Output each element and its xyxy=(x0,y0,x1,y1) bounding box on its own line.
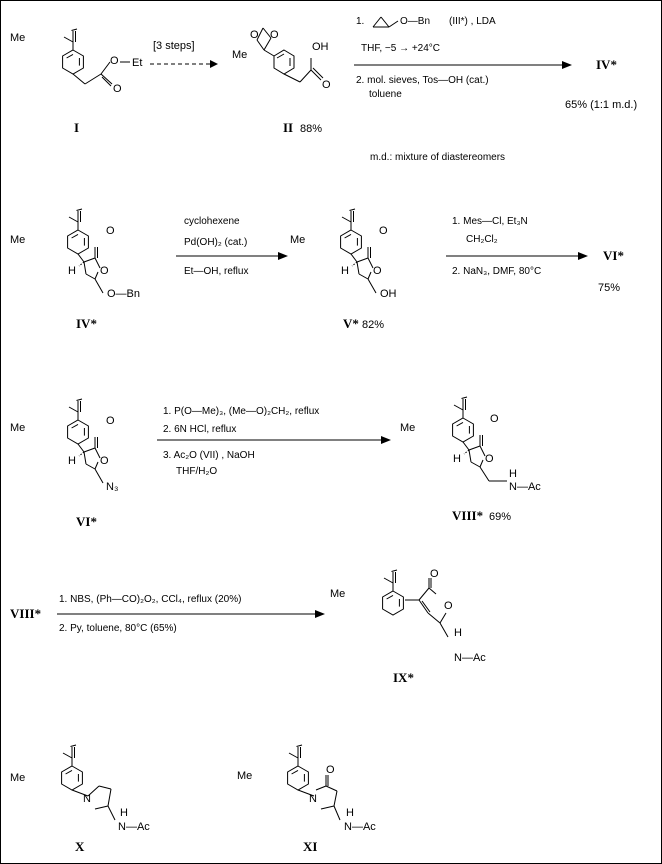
IV-ring-o: O xyxy=(100,265,109,277)
md-footnote: m.d.: mixture of diastereomers xyxy=(370,152,505,163)
methyl-label: Me xyxy=(10,32,25,44)
compound-V-label: V* xyxy=(343,316,359,331)
X-methyl: Me xyxy=(10,772,25,784)
step6-line1: 1. NBS, (Ph—CO)₂O₂, CCl₄, reflux (20%) xyxy=(59,594,241,605)
compound-VIII-structure: Me O O H H N—Ac xyxy=(400,396,541,493)
step2-line2: THF, −5 → +24°C xyxy=(361,43,440,54)
X-nh-h: H xyxy=(120,807,128,819)
compound-VI-label: VI* xyxy=(76,514,97,529)
V-methyl: Me xyxy=(290,234,305,246)
compound-II-structure: Me O O OH O xyxy=(232,27,331,91)
compound-II-label: II xyxy=(283,120,293,135)
IV-methyl: Me xyxy=(10,234,25,246)
carbonyl-o-label: O xyxy=(113,83,122,95)
IX-methyl: Me xyxy=(330,588,345,600)
VIII-carbonyl-o: O xyxy=(490,413,499,425)
IX-nh-h: H xyxy=(454,627,462,639)
VIII-nac: N—Ac xyxy=(509,481,541,493)
step2-line1c: (III*) , LDA xyxy=(449,16,496,27)
compound-VIII-yield: 69% xyxy=(489,511,511,523)
step3-line3: Et—OH, reflux xyxy=(184,266,248,277)
epoxide-icon xyxy=(372,16,399,28)
compound-IX-structure: Me O O H N—Ac xyxy=(330,568,486,664)
step2-line1: 1. xyxy=(356,16,364,27)
arrowhead-5 xyxy=(381,436,391,444)
II-dioxolane-o2: O xyxy=(270,29,279,41)
step2-line4: toluene xyxy=(369,89,402,100)
XI-nh-h: H xyxy=(346,807,354,819)
VIII-ring-o: O xyxy=(485,453,494,465)
compound-V-structure: Me O O H OH xyxy=(290,208,397,300)
compound-II-yield: 88% xyxy=(300,123,322,135)
X-n: N xyxy=(83,793,91,805)
compound-VI-structure: Me O O H N₃ xyxy=(10,398,118,493)
arrowhead-3 xyxy=(278,252,288,260)
step5-line4: THF/H₂O xyxy=(176,466,217,477)
step6-line2: 2. Py, toluene, 80°C (65%) xyxy=(59,623,177,634)
compound-X-label: X xyxy=(75,839,85,854)
arrowhead-2 xyxy=(562,61,572,69)
VIII-h: H xyxy=(453,453,461,465)
compound-XI-label: XI xyxy=(303,839,317,854)
product-VI-yield: 75% xyxy=(598,282,620,294)
XI-methyl: Me xyxy=(237,770,252,782)
VI-ring-o: O xyxy=(100,455,109,467)
compound-VIII-label: VIII* xyxy=(452,508,483,523)
product-VI-label: VI* xyxy=(603,248,624,263)
compound-IV-structure: Me O O H O—Bn xyxy=(10,208,140,300)
VIII-methyl: Me xyxy=(400,422,415,434)
IX-carbonyl-o: O xyxy=(430,568,439,580)
compound-IV-label: IV* xyxy=(76,316,97,331)
compound-XI-structure: Me O N H N—Ac xyxy=(237,744,376,833)
VI-methyl: Me xyxy=(10,422,25,434)
step1-reagent: [3 steps] xyxy=(153,40,195,52)
II-dioxolane-o1: O xyxy=(250,29,259,41)
step4-line3: 2. NaN₃, DMF, 80°C xyxy=(452,266,541,277)
IV-h: H xyxy=(68,265,76,277)
ester-o-label: O xyxy=(110,55,119,67)
V-ring-o: O xyxy=(373,265,382,277)
V-h: H xyxy=(341,265,349,277)
VI-carbonyl-o: O xyxy=(106,415,115,427)
step3-line2: Pd(OH)₂ (cat.) xyxy=(184,237,247,248)
II-methyl: Me xyxy=(232,49,247,61)
product-IV-label: IV* xyxy=(596,57,617,72)
II-oh: OH xyxy=(312,41,329,53)
step2-line3: 2. mol. sieves, Tos—OH (cat.) xyxy=(356,75,489,86)
compound-I-label: I xyxy=(74,120,79,135)
IX-nac: N—Ac xyxy=(454,652,486,664)
reactant-VIII-label: VIII* xyxy=(10,606,41,621)
product-IV-yield: 65% (1:1 m.d.) xyxy=(565,99,637,111)
arrowhead-1 xyxy=(210,60,218,68)
V-carbonyl-o: O xyxy=(379,225,388,237)
VI-azide: N₃ xyxy=(106,481,118,493)
V-oh: OH xyxy=(380,288,397,300)
step2-obn: O—Bn xyxy=(400,16,430,27)
X-nac: N—Ac xyxy=(118,821,150,833)
IV-carbonyl-o: O xyxy=(106,225,115,237)
VIII-nh-h: H xyxy=(509,468,517,480)
arrowhead-4 xyxy=(578,252,588,260)
compound-I-structure: Me O O Et xyxy=(10,28,142,95)
ethyl-label: Et xyxy=(132,57,142,69)
step5-line2: 2. 6N HCl, reflux xyxy=(163,424,236,435)
VI-h: H xyxy=(68,455,76,467)
compound-IX-label: IX* xyxy=(393,670,414,685)
IX-ring-o: O xyxy=(444,600,453,612)
step4-line1: 1. Mes—Cl, Et₃N xyxy=(452,216,528,227)
step3-line1: cyclohexene xyxy=(184,216,240,227)
step4-line2: CH₂Cl₂ xyxy=(466,234,498,245)
arrowhead-6 xyxy=(315,610,325,618)
XI-carbonyl-o: O xyxy=(326,764,335,776)
XI-nac: N—Ac xyxy=(344,821,376,833)
II-co: O xyxy=(322,79,331,91)
step5-line1: 1. P(O—Me)₃, (Me—O)₂CH₂, reflux xyxy=(163,406,319,417)
XI-n: N xyxy=(309,793,317,805)
step5-line3: 3. Ac₂O (VII) , NaOH xyxy=(163,450,255,461)
IV-obn: O—Bn xyxy=(107,288,140,300)
compound-X-structure: Me N H N—Ac xyxy=(10,744,150,833)
compound-V-yield: 82% xyxy=(362,319,384,331)
